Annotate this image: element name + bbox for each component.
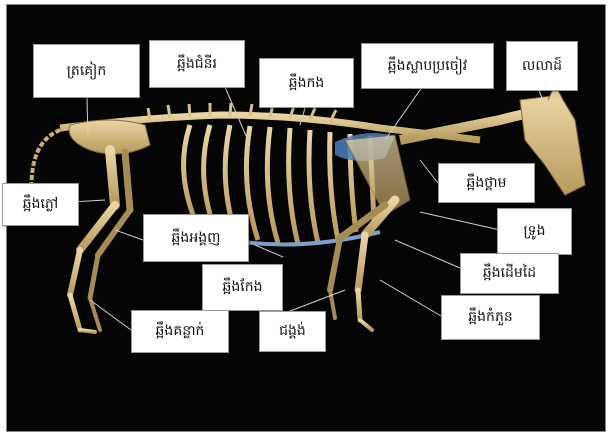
label-hip: ឆ្អឹងជំនីរ [149,40,245,88]
label-sternum: ទ្រូង [497,208,572,255]
label-shoulder-blade: ឆ្អឹងស្លាបប្រចៀវ [361,43,494,89]
label-rib: ឆ្អឹងកែង [202,264,283,311]
label-tail: ត្រគៀក [33,44,140,98]
label-hind-hoof: ឆ្អឹងគន្លាក់ [131,310,229,353]
label-forearm: ឆ្អឹងដើមដៃ [460,253,559,294]
label-jaw: ឆ្អឹងថ្គាម [438,163,535,203]
label-skull: លលាដ៍ [506,41,578,91]
label-front-shin: ឆ្អឹងកំភួន [441,295,540,340]
label-thigh: ឆ្អឹងភ្លៅ [2,183,79,226]
sternum-bone [230,232,380,245]
label-back: ឆ្អឹងកង [259,58,354,108]
label-knee: ជង្គង់ [259,311,326,352]
label-pelvis: ឆ្អឹងអង្គញ [143,214,249,262]
